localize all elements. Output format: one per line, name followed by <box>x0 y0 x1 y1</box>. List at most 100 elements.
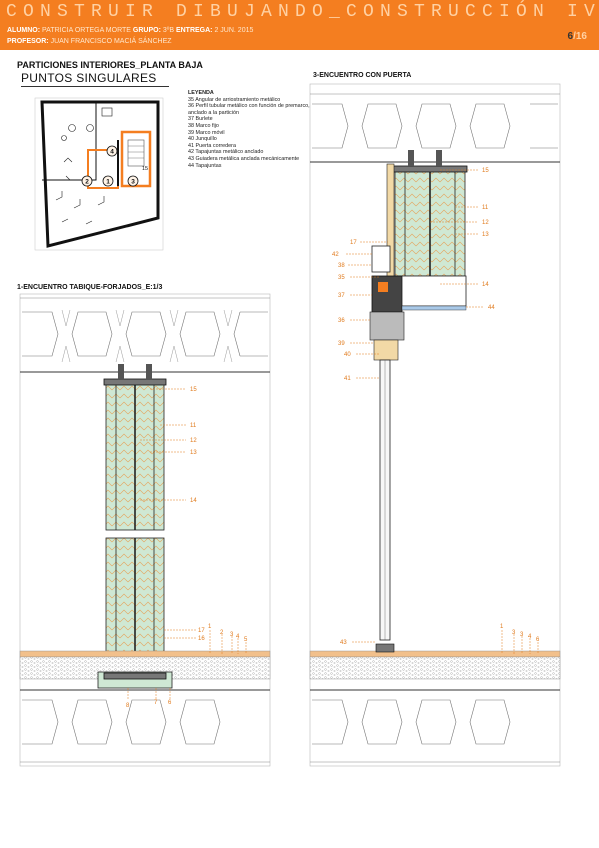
left-leaders <box>127 388 247 700</box>
alumno-value: PATRICIA ORTEGA MORTE <box>42 27 131 34</box>
callout-16: 16 <box>198 636 205 642</box>
right-detail-title: 3-ENCUENTRO CON PUERTA <box>313 72 412 79</box>
callout-r36: 36 <box>338 318 345 324</box>
sheet-title: CONSTRUIR DIBUJANDO_CONSTRUCCIÓN IV <box>6 2 599 22</box>
callout-r38: 38 <box>338 263 345 269</box>
legend-item: 42 Tapajuntas metálico anclado <box>188 149 264 156</box>
right-top-slab <box>310 93 560 163</box>
marker-15-label: 15 <box>142 166 148 172</box>
legend-item: 41 Puerta corredera <box>188 142 236 149</box>
marker-3 <box>127 175 139 187</box>
callout-7: 7 <box>154 700 158 706</box>
callout-r17: 17 <box>350 240 357 246</box>
callout-r44: 44 <box>488 305 495 311</box>
plan-interior-wall <box>42 103 97 181</box>
callout-12: 12 <box>190 438 197 444</box>
legend-item: 37 Burlete <box>188 116 213 123</box>
callout-13: 13 <box>190 450 197 456</box>
callout-r11: 11 <box>482 205 489 211</box>
legend-item: 40 Junquillo <box>188 136 217 143</box>
page-total: 16 <box>575 31 587 42</box>
right-floor <box>309 643 561 763</box>
right-detail-frame <box>309 83 561 767</box>
callout-6: 6 <box>168 700 172 706</box>
right-detail: 15 11 12 13 14 44 17 42 38 35 37 36 39 4… <box>309 83 561 767</box>
partition-wall-upper <box>103 364 167 531</box>
callout-r4: 4 <box>528 634 532 640</box>
marker-2-label: 2 <box>85 179 89 186</box>
legend-item: 44 Tapajuntas <box>188 162 222 169</box>
profesor-value: JUAN FRANCISCO MACIÁ SÁNCHEZ <box>50 38 172 45</box>
callout-r14: 14 <box>482 282 489 288</box>
entrega-value: 2 JUN. 2015 <box>214 27 254 34</box>
callout-r42: 42 <box>332 252 339 258</box>
marker-4-label: 4 <box>110 149 114 156</box>
callout-r13: 13 <box>482 232 489 238</box>
plan-stair <box>127 139 145 167</box>
callout-r6: 6 <box>536 637 540 643</box>
floor-build-up <box>19 650 271 763</box>
callout-r3: 3 <box>512 630 516 636</box>
callout-5: 5 <box>244 637 248 643</box>
marker-1-label: 1 <box>106 179 110 186</box>
right-leaders <box>346 169 539 654</box>
callout-11: 11 <box>190 423 197 429</box>
callout-3: 3 <box>230 632 234 638</box>
left-detail-title: 1-ENCUENTRO TABIQUE-FORJADOS_E:1/3 <box>17 284 163 291</box>
callout-r37: 37 <box>338 293 345 299</box>
left-detail-frame <box>19 293 271 767</box>
callout-r1: 1 <box>500 624 504 630</box>
marker-4 <box>106 145 118 157</box>
page-separator: / <box>573 31 576 42</box>
left-callouts: 15 11 12 13 14 17 16 1 2 3 4 5 8 7 6 <box>126 387 248 709</box>
callout-r39: 39 <box>338 341 345 347</box>
plan-markers: 4 2 1 3 15 <box>81 145 148 187</box>
student-info: ALUMNO: PATRICIA ORTEGA MORTE GRUPO: 3ºB… <box>7 27 253 34</box>
callout-17: 17 <box>198 628 205 634</box>
marker-1 <box>102 175 114 187</box>
page-current: 6 <box>567 31 574 42</box>
plan-outline <box>40 100 160 248</box>
callout-r15: 15 <box>482 168 489 174</box>
callout-r12: 12 <box>482 220 489 226</box>
key-plan: 4 2 1 3 15 <box>34 97 164 251</box>
marker-3-label: 3 <box>131 179 135 186</box>
legend-item: 43 Guiadera metálica anclada mecánicamen… <box>188 155 300 162</box>
top-slab <box>20 297 270 373</box>
header-bar: CONSTRUIR DIBUJANDO_CONSTRUCCIÓN IV ALUM… <box>0 0 599 50</box>
grupo-value: 3ºB <box>162 27 174 34</box>
professor-info: PROFESOR: JUAN FRANCISCO MACIÁ SÁNCHEZ <box>7 38 172 45</box>
door-partition <box>369 150 468 641</box>
plan-highlight-core <box>120 130 152 188</box>
section-subtitle: PUNTOS SINGULARES <box>21 71 157 85</box>
legend-item: 36 Perfil tubular metálico con función d… <box>188 103 310 116</box>
callout-14: 14 <box>190 498 197 504</box>
callout-1: 1 <box>208 624 212 630</box>
legend-item: 35 Angular de arriostramiento metálico <box>188 96 281 103</box>
profesor-label: PROFESOR: <box>7 38 49 45</box>
subtitle-underline <box>21 86 169 87</box>
marker-2 <box>81 175 93 187</box>
page-number: 6/16 <box>568 31 587 42</box>
callout-r35: 35 <box>338 275 345 281</box>
callout-r43: 43 <box>340 640 347 646</box>
legend-item: 39 Marco móvil <box>188 129 225 136</box>
callout-r41: 41 <box>344 376 351 382</box>
entrega-label: ENTREGA: <box>175 27 213 34</box>
callout-8: 8 <box>126 703 130 709</box>
legend: LEYENDA 35 Angular de arriostramiento me… <box>188 90 310 169</box>
callout-15: 15 <box>190 387 197 393</box>
callout-r3b: 3 <box>520 632 524 638</box>
grupo-label: GRUPO: <box>132 27 161 34</box>
right-callouts: 15 11 12 13 14 44 17 42 38 35 37 36 39 4… <box>332 168 540 646</box>
callout-2: 2 <box>220 630 224 636</box>
legend-item: 38 Marco fijo <box>188 122 219 129</box>
callout-4: 4 <box>236 634 240 640</box>
legend-title: LEYENDA <box>188 90 214 96</box>
plan-furniture <box>55 107 113 225</box>
section-title: PARTICIONES INTERIORES_PLANTA BAJA <box>17 60 203 70</box>
alumno-label: ALUMNO: <box>7 27 41 34</box>
callout-r40: 40 <box>344 352 351 358</box>
left-detail: 15 11 12 13 14 17 16 1 2 3 4 5 8 7 6 <box>19 293 271 767</box>
